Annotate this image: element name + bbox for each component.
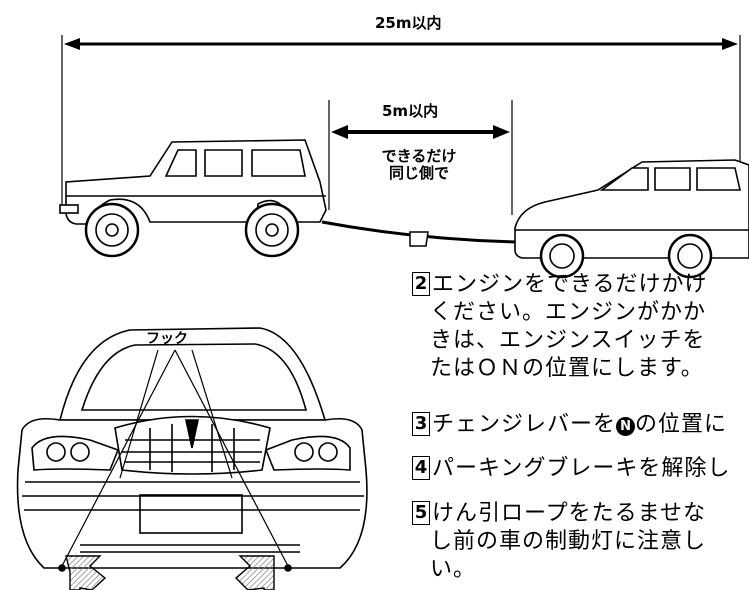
step-5-line-1: けん引ロープをたるませな — [432, 501, 707, 526]
same-side-label: できるだけ 同じ側で — [374, 148, 464, 182]
step-5-number: 5 — [412, 501, 430, 525]
step-2-line-3: きは、エンジンスイッチを — [430, 328, 706, 353]
neutral-position-icon: N — [616, 417, 636, 436]
same-side-line-1: できるだけ — [381, 147, 457, 165]
towed-car-side-view — [514, 159, 749, 279]
tow-rope — [321, 220, 521, 247]
distance-5m-arrow — [328, 100, 513, 215]
step-4-line-1: パーキングブレーキを解除し — [432, 456, 731, 481]
hook-pointer-arrows — [65, 555, 275, 590]
step-5-line-3: い。 — [430, 557, 477, 582]
same-side-line-2: 同じ側で — [388, 164, 449, 182]
car-front-view — [16, 327, 368, 572]
step-3-text-after: の位置に — [635, 412, 728, 437]
towing-suv-side-view — [59, 139, 327, 258]
hook-label: フック — [146, 331, 188, 347]
step-3-number: 3 — [412, 412, 430, 436]
step-2-line-4: たはＯＮの位置にします。 — [430, 356, 704, 381]
step-4-number: 4 — [412, 456, 430, 480]
step-2-line-1: エンジンをできるだけかけ — [432, 272, 708, 297]
distance-short-label: 5m以内 — [382, 102, 439, 120]
distance-total-label: 25m以内 — [375, 14, 442, 32]
step-3-text-before: チェンジレバーを — [432, 412, 617, 437]
hook-leader-lines — [61, 349, 289, 567]
step-2-number: 2 — [412, 272, 430, 296]
step-5-line-2: し前の車の制動灯に注意し — [430, 529, 707, 554]
step-2-line-2: ください。エンジンがかか — [430, 300, 707, 325]
